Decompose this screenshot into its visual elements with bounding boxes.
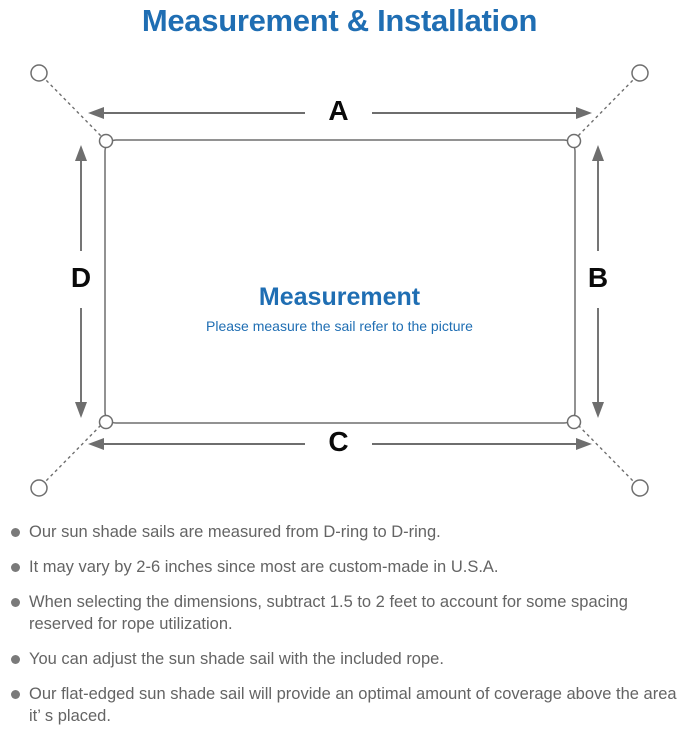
dimension-label-b: B bbox=[587, 262, 609, 293]
note-text: When selecting the dimensions, subtract … bbox=[29, 593, 628, 633]
dimension-label-d: D bbox=[70, 262, 92, 293]
note-item: You can adjust the sun shade sail with t… bbox=[0, 648, 679, 670]
note-text: It may vary by 2-6 inches since most are… bbox=[29, 558, 499, 576]
note-text: Our sun shade sails are measured from D-… bbox=[29, 523, 441, 541]
rope-line-top-right bbox=[574, 75, 638, 140]
note-item: It may vary by 2-6 inches since most are… bbox=[0, 556, 679, 578]
dimension-label-c: C bbox=[328, 426, 349, 457]
note-item: Our flat-edged sun shade sail will provi… bbox=[0, 683, 679, 727]
note-text: You can adjust the sun shade sail with t… bbox=[29, 650, 444, 668]
bullet-icon bbox=[11, 598, 20, 607]
note-text: Our flat-edged sun shade sail will provi… bbox=[29, 685, 677, 725]
d-rings bbox=[98, 133, 582, 430]
bullet-icon bbox=[11, 563, 20, 572]
rope-lines bbox=[41, 75, 638, 486]
rope-line-top-left bbox=[41, 75, 105, 140]
dimension-arrow-d bbox=[75, 145, 87, 418]
anchor-points bbox=[30, 64, 649, 497]
d-ring-icon-bottom-left bbox=[98, 414, 114, 430]
measurement-diagram: A C D B Measurement Please measure the s… bbox=[0, 46, 679, 516]
anchor-point-icon-top-right bbox=[631, 64, 649, 82]
bullet-icon bbox=[11, 655, 20, 664]
note-item: When selecting the dimensions, subtract … bbox=[0, 591, 679, 635]
rope-line-bottom-left bbox=[41, 421, 105, 486]
rope-line-bottom-right bbox=[574, 421, 638, 486]
anchor-point-icon-bottom-left bbox=[30, 479, 48, 497]
bullet-icon bbox=[11, 528, 20, 537]
diagram-svg bbox=[30, 64, 649, 497]
note-item: Our sun shade sails are measured from D-… bbox=[0, 521, 679, 543]
anchor-point-icon-top-left bbox=[30, 64, 48, 82]
page-title: Measurement & Installation bbox=[141, 3, 538, 38]
d-ring-icon-top-right bbox=[566, 133, 582, 149]
dimension-arrow-c bbox=[88, 438, 592, 450]
dimension-arrow-b bbox=[592, 145, 604, 418]
dimension-arrow-a bbox=[88, 107, 592, 119]
shade-sail-rectangle bbox=[104, 139, 576, 424]
d-ring-icon-bottom-right bbox=[566, 414, 582, 430]
bullet-icon bbox=[11, 690, 20, 699]
dimension-arrows bbox=[75, 107, 604, 450]
d-ring-icon-top-left bbox=[98, 133, 114, 149]
notes-list: Our sun shade sails are measured from D-… bbox=[0, 521, 679, 740]
dimension-label-a: A bbox=[328, 95, 349, 126]
anchor-point-icon-bottom-right bbox=[631, 479, 649, 497]
